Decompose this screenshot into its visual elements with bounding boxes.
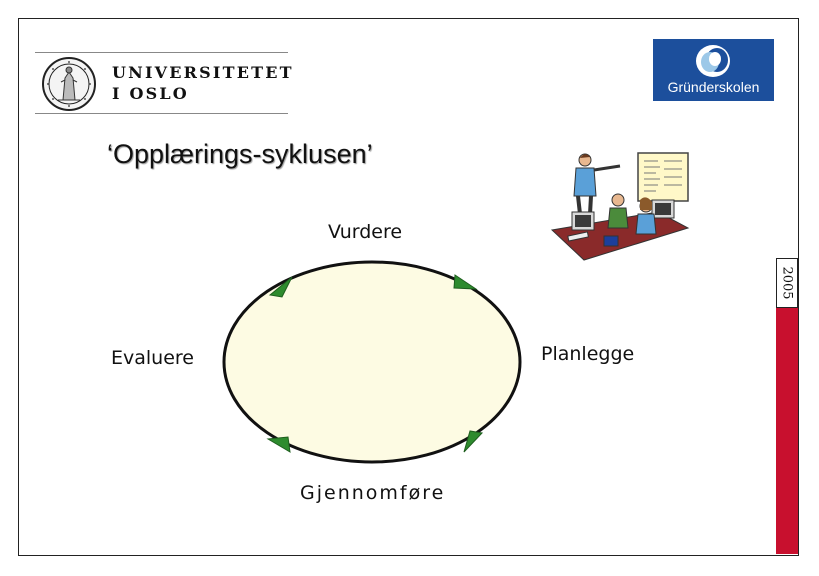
logo-rule-top	[35, 52, 288, 53]
logo-rule-bottom	[35, 113, 288, 114]
training-cycle-diagram	[210, 255, 530, 474]
stage-planlegge: Planlegge	[541, 343, 635, 365]
partner-logo: Gründerskolen	[653, 39, 774, 101]
stage-vurdere: Vurdere	[328, 221, 403, 243]
university-seal-icon	[36, 56, 102, 116]
cycle-arrow-bottom-right	[463, 430, 484, 453]
year-label: 2005	[779, 266, 795, 300]
year-accent-bar	[776, 258, 798, 554]
cycle-arrow-top-left	[268, 276, 293, 298]
year-label-box	[776, 258, 798, 308]
partner-logo-text: Gründerskolen	[667, 79, 760, 95]
stage-evaluere: Evaluere	[111, 347, 194, 369]
university-name-line2: I OSLO	[112, 84, 189, 103]
classroom-clipart-icon	[548, 148, 690, 267]
cycle-arrow-bottom-left	[266, 436, 291, 453]
slide-title: ‘Opplærings-syklusen’	[107, 139, 373, 169]
stage-gjennomfore: Gjennomføre	[300, 482, 446, 504]
cycle-arrow-top-right	[453, 274, 478, 290]
cycle-ellipse	[222, 260, 522, 464]
grunderskolen-swirl-icon	[696, 45, 730, 77]
university-name-line1: UNIVERSITETET	[112, 63, 294, 82]
